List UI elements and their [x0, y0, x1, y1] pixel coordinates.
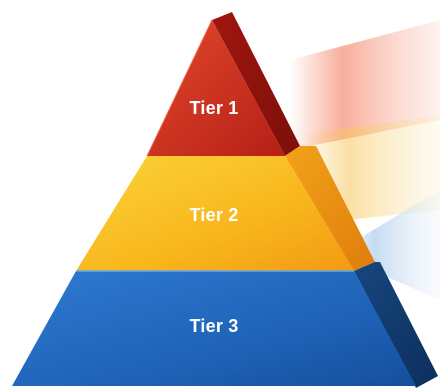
tier-2-label: Tier 2: [190, 205, 239, 225]
tier-1-front-face: [147, 20, 285, 156]
tier-3-front-face: [12, 271, 416, 386]
tier-1-label: Tier 1: [190, 98, 239, 118]
tier-3-label: Tier 3: [190, 316, 239, 336]
light-ray-blue: [340, 190, 440, 300]
tier-2-front-face: [76, 156, 354, 271]
tier-1-block: [146, 12, 300, 157]
light-ray-red: [290, 20, 440, 150]
tier-3-side-face: [354, 262, 438, 388]
tier-1-edge-highlight: [146, 19, 213, 157]
tier-3-block: [12, 262, 438, 388]
tier-1-side-face: [212, 12, 300, 156]
tier-2-block: [76, 146, 375, 271]
tier-2-side-face: [285, 146, 375, 271]
light-rays: [290, 20, 440, 300]
